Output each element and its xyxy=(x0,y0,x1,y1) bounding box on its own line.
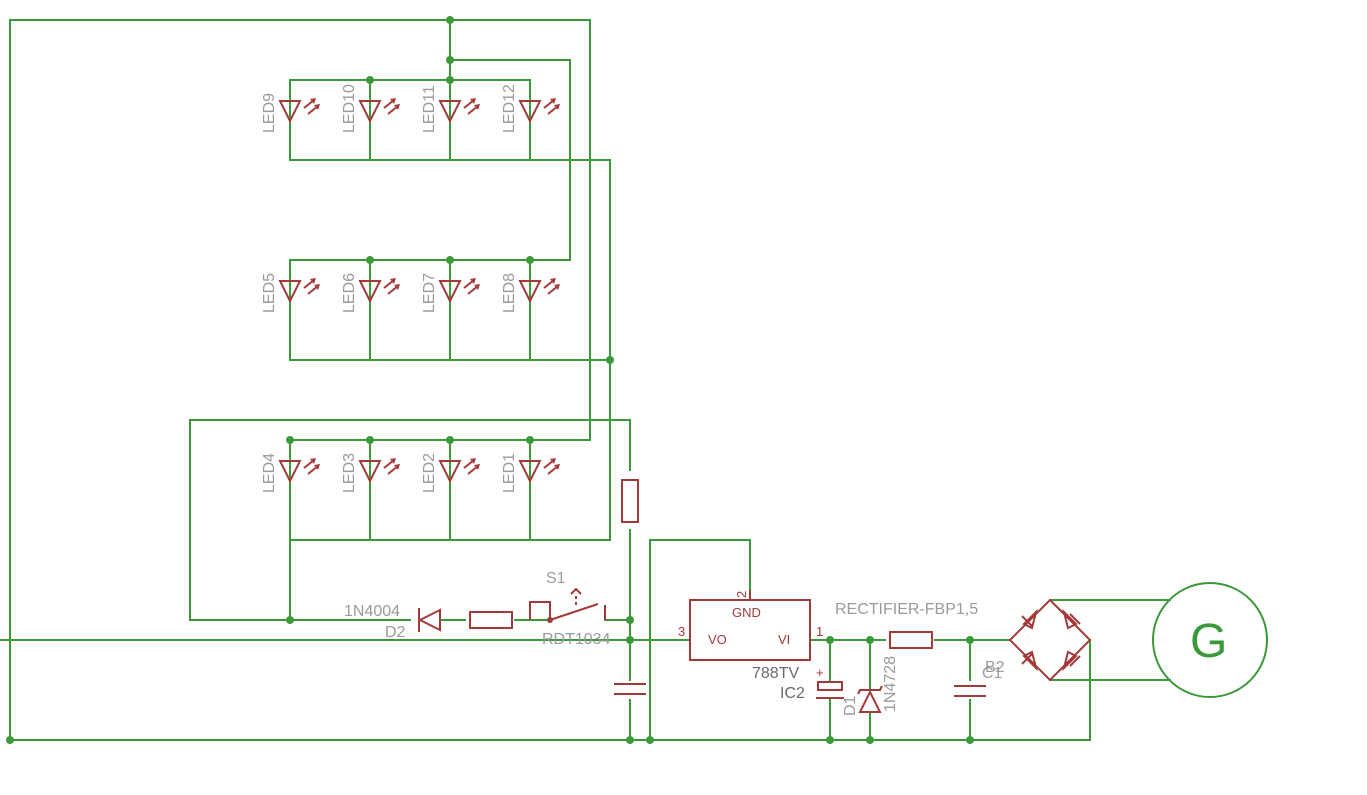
junction-dot xyxy=(826,736,834,744)
generator-letter: G xyxy=(1190,615,1227,668)
junction-dot xyxy=(626,636,634,644)
led-label: LED12 xyxy=(501,84,518,133)
junction-dot xyxy=(446,76,454,84)
capacitor-output xyxy=(614,683,646,695)
led xyxy=(278,458,320,484)
junction-dot xyxy=(606,356,614,364)
regulator-pin-gnd: GND xyxy=(732,605,761,620)
junction-dot xyxy=(286,616,294,624)
diode-d2-name: D2 xyxy=(385,624,406,641)
diode-d2-value: 1N4004 xyxy=(344,603,400,620)
junction-dot xyxy=(446,256,454,264)
led xyxy=(358,278,400,304)
junction-dot xyxy=(966,736,974,744)
junction-dot xyxy=(866,736,874,744)
junction-dot xyxy=(866,636,874,644)
junctions xyxy=(6,16,974,744)
junction-dot xyxy=(626,736,634,744)
junction-dot xyxy=(626,616,634,624)
led xyxy=(518,458,560,484)
led-label: LED10 xyxy=(341,84,358,133)
diode-d2 xyxy=(417,608,441,632)
led xyxy=(278,98,320,124)
switch-name: S1 xyxy=(546,570,566,587)
junction-dot xyxy=(526,256,534,264)
junction-dot xyxy=(366,76,374,84)
led xyxy=(358,458,400,484)
led-label: LED3 xyxy=(341,453,358,493)
regulator-pin-num-vo: 3 xyxy=(678,624,685,639)
regulator-pin-vo: VO xyxy=(708,632,727,647)
led-label: LED2 xyxy=(421,453,438,493)
junction-dot xyxy=(446,16,454,24)
regulator-value: 788TV xyxy=(752,665,799,682)
led-label: LED8 xyxy=(501,273,518,313)
junction-dot xyxy=(286,436,294,444)
led-label: LED11 xyxy=(421,85,438,133)
junction-dot xyxy=(446,436,454,444)
wires xyxy=(0,19,1171,741)
resistor-horizontal xyxy=(469,611,513,629)
junction-dot xyxy=(646,736,654,744)
led-label: LED1 xyxy=(501,453,518,493)
junction-dot xyxy=(446,56,454,64)
capacitor-electrolytic xyxy=(816,681,844,699)
resistor-input xyxy=(889,631,933,649)
led xyxy=(518,278,560,304)
led-label: LED4 xyxy=(261,453,278,493)
zener-name: D1 xyxy=(842,695,859,716)
junction-dot xyxy=(366,436,374,444)
led-label: LED9 xyxy=(261,93,278,133)
junction-dot xyxy=(6,736,14,744)
led xyxy=(438,278,480,304)
zener-value: 1N4728 xyxy=(882,656,899,712)
led xyxy=(278,278,320,304)
regulator-pin-vi: VI xyxy=(778,632,790,647)
junction-dot xyxy=(966,636,974,644)
rectifier-name: B2 xyxy=(985,659,1005,676)
junction-dot xyxy=(826,636,834,644)
regulator-ic2 xyxy=(689,590,811,661)
switch-value: RDT1034 xyxy=(542,631,611,648)
regulator-name: IC2 xyxy=(780,685,805,702)
led xyxy=(438,458,480,484)
switch-s1 xyxy=(529,587,606,623)
regulator-pin-num-vi: 1 xyxy=(816,624,823,639)
capacitor-c1-name: C1 xyxy=(982,665,1003,682)
led xyxy=(438,98,480,124)
led-label: LED5 xyxy=(261,273,278,313)
led xyxy=(518,98,560,124)
generator xyxy=(1152,582,1268,698)
rectifier-bridge xyxy=(1008,598,1092,682)
regulator-pin-num-gnd: 2 xyxy=(734,591,749,598)
junction-dot xyxy=(366,256,374,264)
led xyxy=(358,98,400,124)
capacitor-c1 xyxy=(954,685,986,697)
rectifier-value: RECTIFIER-FBP1,5 xyxy=(835,601,978,618)
junction-dot xyxy=(526,436,534,444)
led-label: LED6 xyxy=(341,273,358,313)
resistor-vertical xyxy=(621,479,639,523)
zener-d1 xyxy=(857,685,883,713)
led-label: LED7 xyxy=(421,273,438,313)
capacitor-polarity: + xyxy=(816,665,824,680)
